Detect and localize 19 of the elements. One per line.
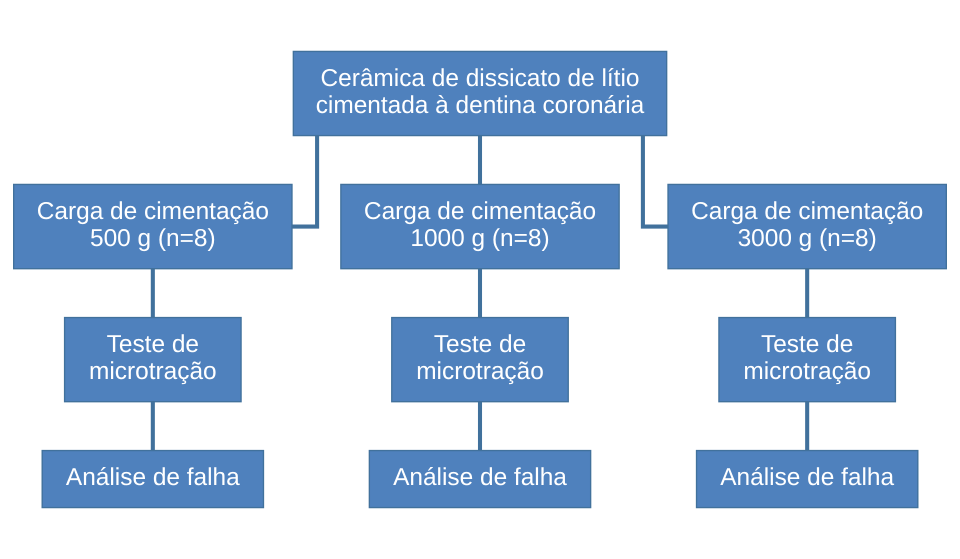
connector — [150, 402, 155, 450]
connector — [150, 268, 155, 318]
connector — [478, 136, 482, 184]
node-box: Teste de microtração — [718, 316, 896, 402]
node-box: Cerâmica de dissicato de lítio cimentada à dentina coronária — [292, 50, 668, 136]
connector — [292, 136, 320, 229]
node-box: Análise de falha — [368, 450, 592, 508]
connector — [478, 402, 482, 450]
node-box: Carga de cimentação 1000 g (n=8) — [340, 184, 620, 270]
node-box: Carga de cimentação 500 g (n=8) — [13, 184, 293, 270]
node-box: Análise de falha — [42, 450, 264, 508]
node-box: Teste de microtração — [64, 316, 242, 402]
node-box: Análise de falha — [696, 450, 918, 508]
node-box: Carga de cimentação 3000 g (n=8) — [667, 184, 947, 270]
connector — [478, 268, 482, 318]
connector — [640, 136, 668, 229]
node-box: Teste de microtração — [391, 316, 569, 402]
connector — [805, 268, 810, 318]
connector — [805, 402, 810, 450]
